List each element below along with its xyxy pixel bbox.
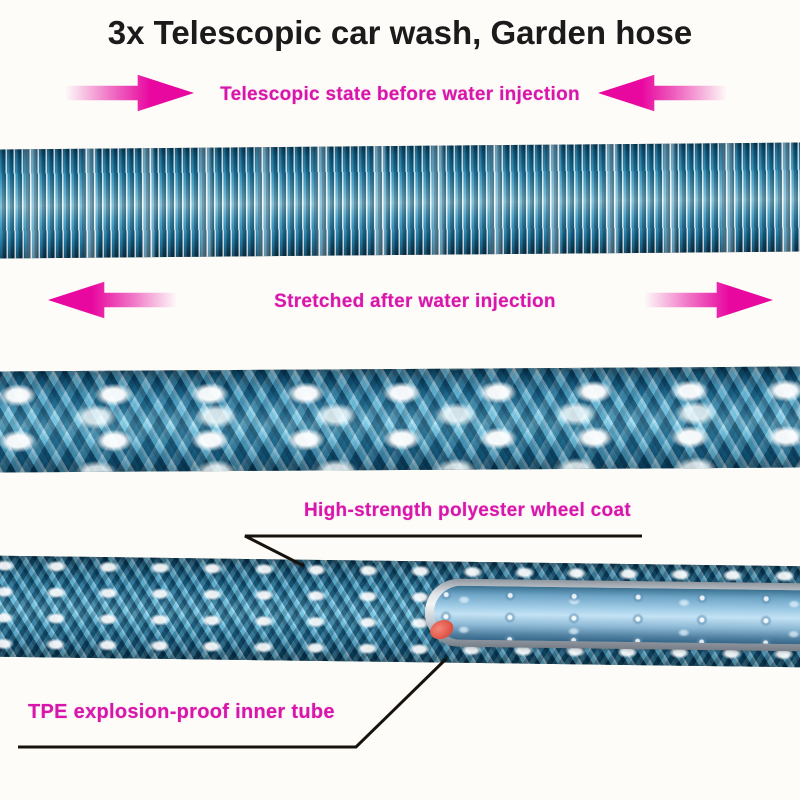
callout-wheel-coat-label: High-strength polyester wheel coat xyxy=(304,500,631,521)
hose-stretched-image xyxy=(0,366,800,473)
inner-tube xyxy=(433,585,800,645)
arrow-left-icon xyxy=(598,74,726,112)
row1-label: Telescopic state before water injection xyxy=(220,84,580,105)
page-title: 3x Telescopic car wash, Garden hose xyxy=(107,14,693,51)
cutaway-collar xyxy=(424,578,800,652)
hose-cutaway-image xyxy=(0,555,800,668)
hose-compressed-image xyxy=(0,142,800,259)
arrow-left-icon xyxy=(48,281,176,319)
row2-label: Stretched after water injection xyxy=(274,291,556,312)
callout-inner-tube-label: TPE explosion-proof inner tube xyxy=(28,701,335,723)
arrow-right-icon xyxy=(645,281,773,319)
